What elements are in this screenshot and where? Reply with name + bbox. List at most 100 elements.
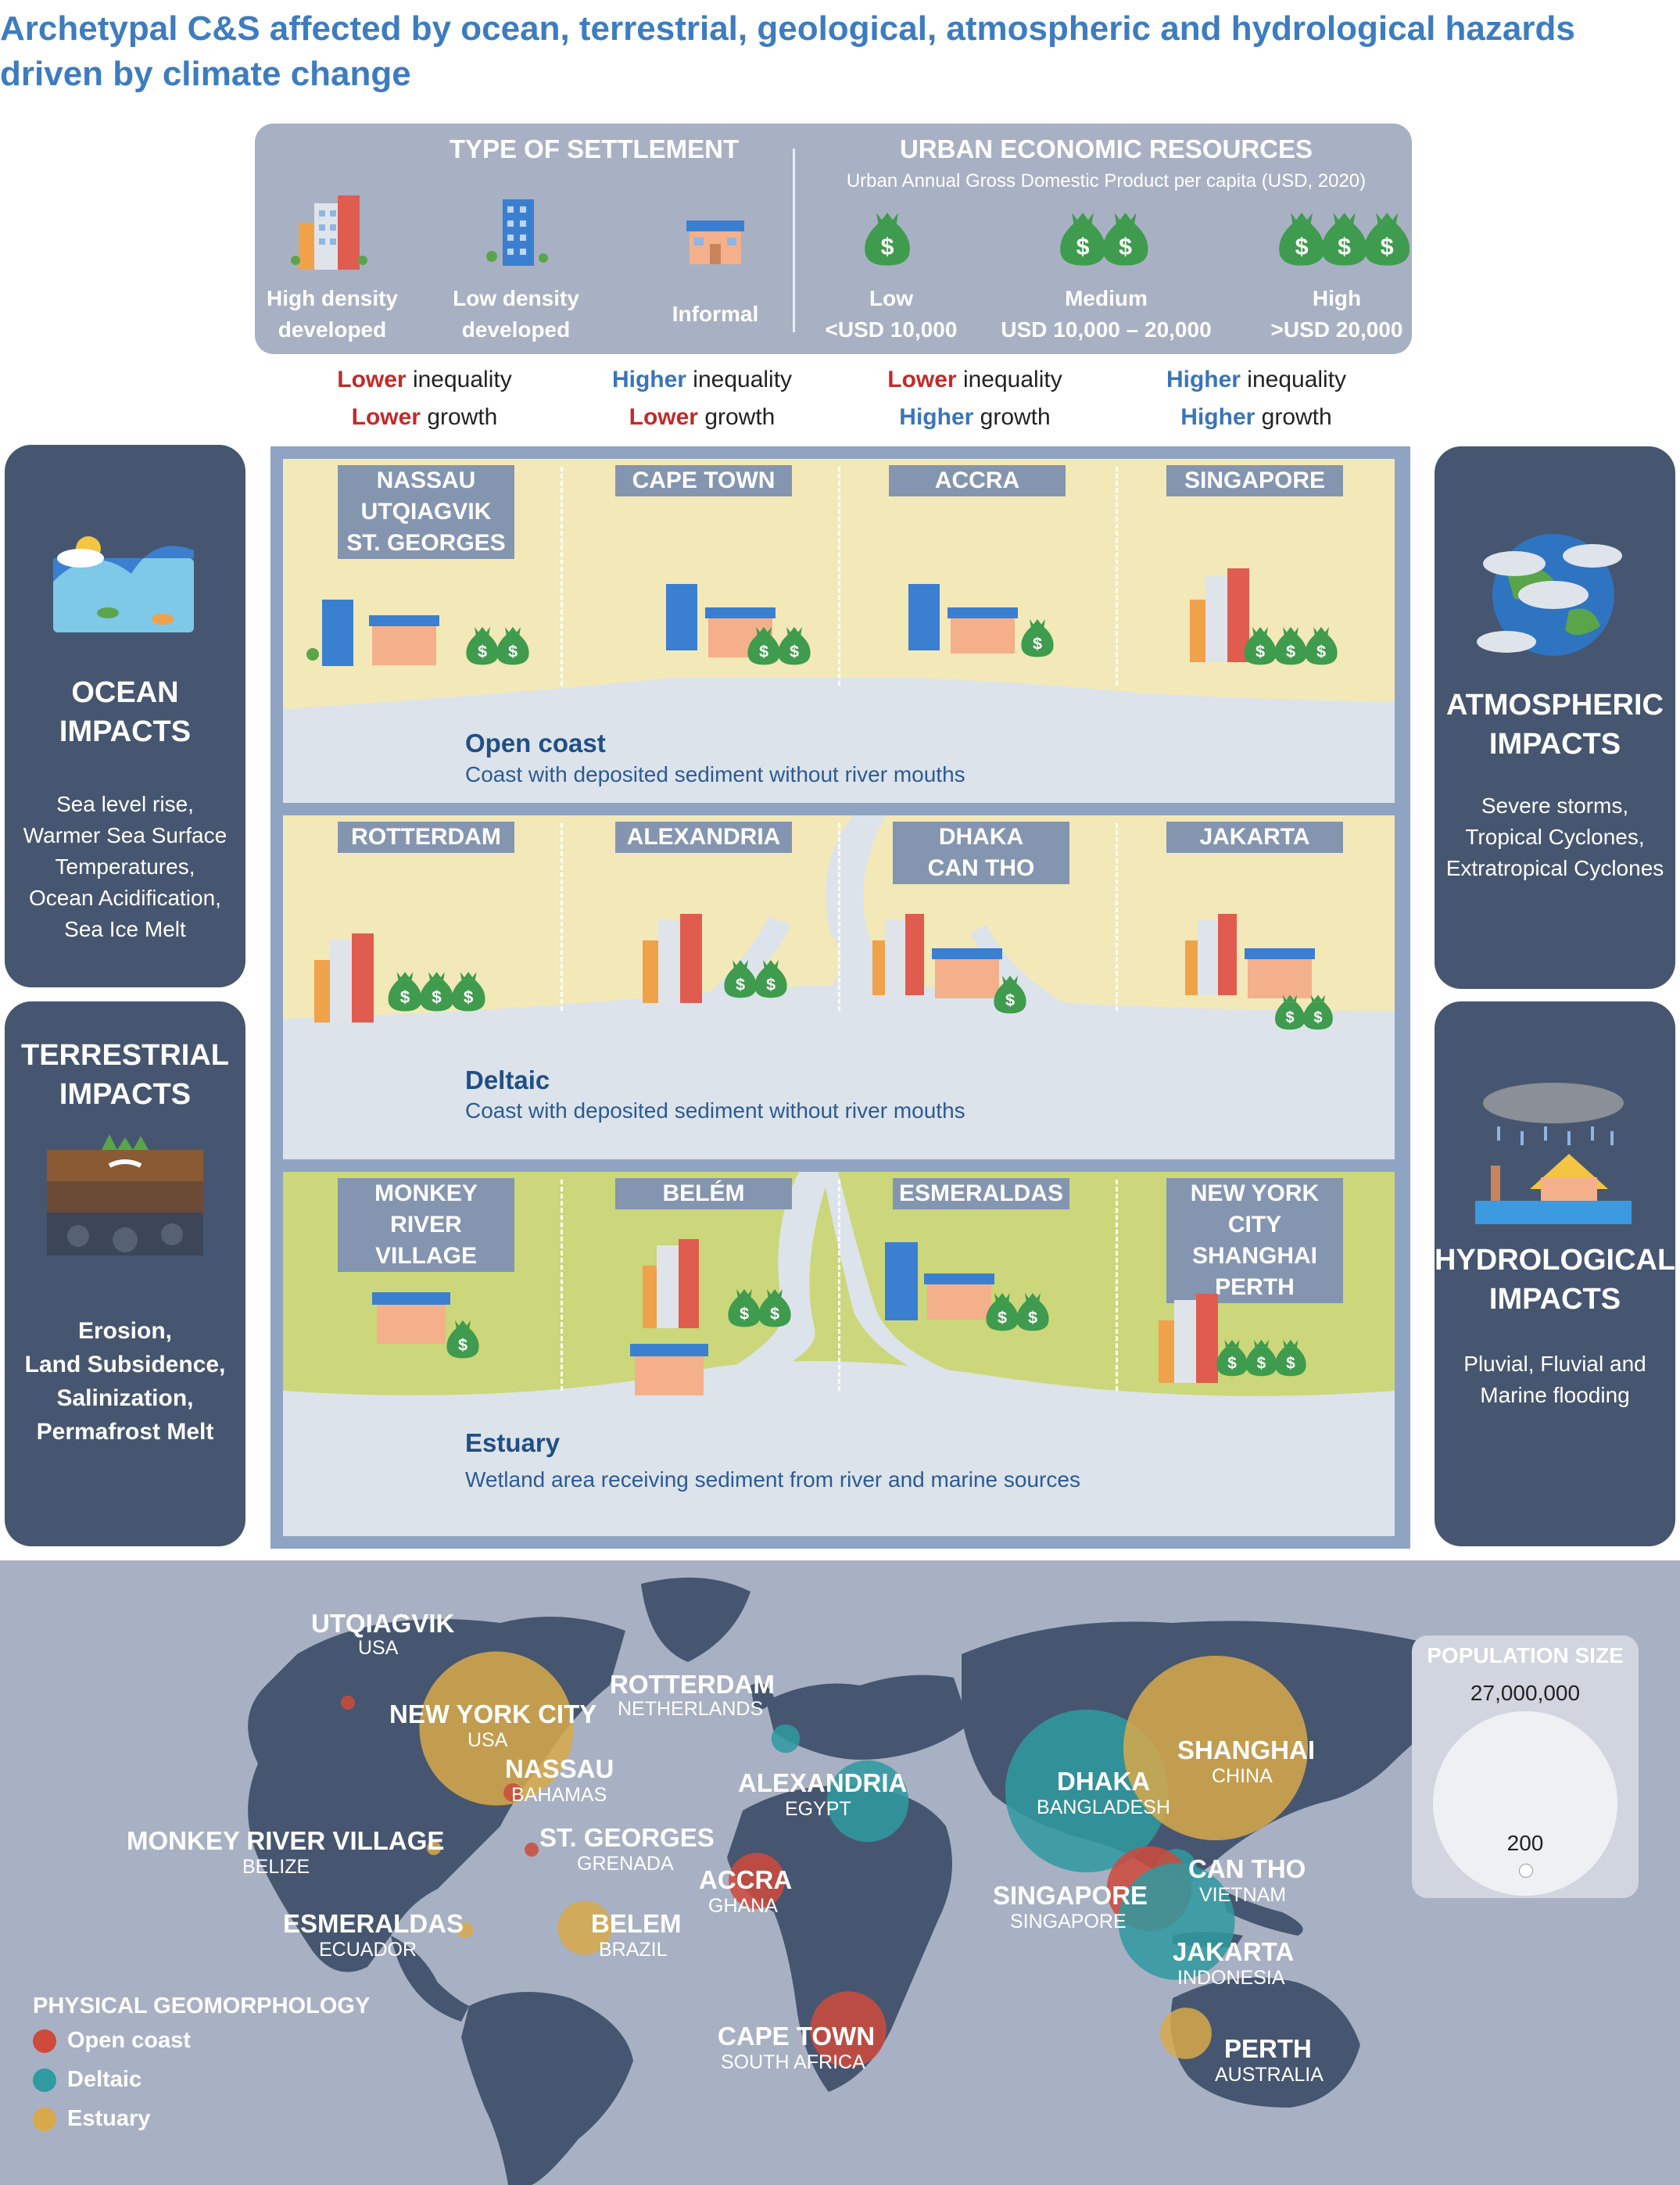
money-bag-icon: $ xyxy=(1275,1339,1306,1377)
population-bubble-utqiagvik xyxy=(341,1696,355,1710)
money-bag-icon: $ xyxy=(451,972,485,1012)
population-bubble-belem xyxy=(557,1900,612,1955)
svg-text:$: $ xyxy=(508,641,518,661)
geomorphology-legend-header: PHYSICAL GEOMORPHOLOGY xyxy=(33,1993,371,2018)
map-label-alexandria: ALEXANDRIA xyxy=(738,1768,908,1797)
money-bag-icon: $ xyxy=(1302,994,1333,1030)
map-label-jakarta: JAKARTA xyxy=(1173,1937,1295,1966)
money-bag-icon: $ xyxy=(1016,1293,1049,1331)
map-country-singapore: SINGAPORE xyxy=(1010,1911,1127,1932)
map-label-perth: PERTH xyxy=(1224,2034,1312,2063)
hydrological-impacts-heading: HYDROLOGICAL IMPACTS xyxy=(1435,1244,1676,1316)
city-label-accra: ACCRA xyxy=(889,465,1066,496)
money-bag-icon: $ xyxy=(1244,627,1277,665)
column-divider xyxy=(561,823,563,1011)
deltaic-title: Deltaic xyxy=(465,1066,550,1094)
svg-text:$: $ xyxy=(881,235,894,260)
svg-text:$: $ xyxy=(1119,235,1132,260)
population-min-label: 200 xyxy=(1506,1831,1544,1855)
money-bag-icon: $ $ $ xyxy=(385,968,489,1016)
atmospheric-impacts-list: Severe storms, Tropical Cyclones, Extrat… xyxy=(1445,793,1664,880)
map-label-dhaka: DHAKA xyxy=(1057,1767,1151,1796)
map-label-new-york-city: NEW YORK CITY xyxy=(389,1700,597,1728)
column-divider xyxy=(561,467,563,686)
svg-text:$: $ xyxy=(1381,235,1394,260)
map-label-st-georges: ST. GEORGES xyxy=(539,1823,715,1852)
column-divider xyxy=(1116,823,1118,1011)
city-label-alexandria: ALEXANDRIA xyxy=(615,822,792,853)
svg-text:$: $ xyxy=(432,987,442,1007)
map-country-vietnam: VIETNAM xyxy=(1199,1884,1287,1906)
svg-text:$: $ xyxy=(1227,1355,1237,1373)
legend-panel xyxy=(255,124,1412,354)
ocean-impacts-heading: OCEAN IMPACTS xyxy=(59,676,192,748)
map-country-usa-1: USA xyxy=(358,1637,399,1659)
svg-text:$: $ xyxy=(770,1303,779,1323)
economic-high-label: High >USD 20,000 xyxy=(1270,286,1403,342)
money-bag-icon: $ $ xyxy=(744,623,814,670)
map-country-belize: BELIZE xyxy=(242,1856,310,1878)
money-bag-high-icon: $ $ $ xyxy=(1274,207,1414,271)
map-country-south-africa: SOUTH AFRICA xyxy=(721,2051,865,2073)
settlement-low-density-label: Low density developed xyxy=(453,286,579,342)
deltaic-settlement-3-icon xyxy=(872,914,1002,998)
settlement-header: TYPE OF SETTLEMENT xyxy=(449,134,740,163)
terrestrial-impacts-list: Erosion, Land Subsidence, Salinization, … xyxy=(24,1318,226,1445)
map-label-utqiagvik: UTQIAGVIK xyxy=(311,1609,455,1638)
svg-text:$: $ xyxy=(740,1303,749,1323)
population-bubble-nassau xyxy=(503,1783,522,1802)
svg-text:$: $ xyxy=(1338,235,1351,260)
money-bag-icon: $ $ xyxy=(725,1285,794,1332)
low-density-building-icon xyxy=(486,199,548,266)
population-bubble-rotterdam xyxy=(771,1724,801,1753)
svg-text:$: $ xyxy=(759,641,768,661)
atmospheric-impacts-heading: ATMOSPHERIC IMPACTS xyxy=(1446,689,1664,761)
estuary-settlement-4-icon xyxy=(1159,1294,1218,1383)
population-bubble-shanghai xyxy=(1123,1656,1308,1840)
hydrological-impacts-panel: HYDROLOGICAL IMPACTS Pluvial, Fluvial an… xyxy=(1435,1001,1675,1546)
map-label-singapore: SINGAPORE xyxy=(993,1881,1148,1910)
city-label-cape-town: CAPE TOWN xyxy=(615,465,792,496)
open-coast-settlement-1-icon xyxy=(306,600,439,666)
column-divider xyxy=(561,1180,563,1391)
population-min-circle xyxy=(1519,1864,1533,1878)
legend-estuary-label: Estuary xyxy=(67,2106,151,2131)
economic-medium-label: Medium USD 10,000 – 20,000 xyxy=(1001,286,1212,342)
ocean-wave-icon xyxy=(53,536,194,632)
ineq-col-4: Higher inequality Higher growth xyxy=(1166,367,1347,430)
city-label-singapore: SINGAPORE xyxy=(1166,465,1343,496)
estuary-description: Wetland area receiving sediment from riv… xyxy=(465,1467,1080,1492)
page-title: Archetypal C&S affected by ocean, terres… xyxy=(0,6,1575,97)
ocean-impacts-list: Sea level rise, Warmer Sea Surface Tempe… xyxy=(23,792,227,941)
svg-text:$: $ xyxy=(1286,1355,1295,1373)
money-bag-icon: $ xyxy=(1321,213,1367,266)
world-map-panel: UTQIAGVIK USA NEW YORK CITY USA NASSAU B… xyxy=(0,1560,1680,2185)
soil-layers-icon xyxy=(47,1134,203,1255)
title-line-1: Archetypal C&S affected by ocean, terres… xyxy=(0,9,1575,48)
money-bag-icon: $ xyxy=(778,627,811,665)
estuary-title: Estuary xyxy=(465,1428,561,1457)
map-country-bahamas: BAHAMAS xyxy=(511,1784,607,1806)
population-bubble-perth xyxy=(1160,2008,1212,2059)
economic-low-label: Low <USD 10,000 xyxy=(825,286,958,342)
money-bag-icon: $ $ $ xyxy=(1213,1336,1309,1381)
svg-text:$: $ xyxy=(1076,235,1090,260)
svg-text:$: $ xyxy=(736,974,745,994)
svg-text:$: $ xyxy=(998,1307,1007,1327)
svg-text:$: $ xyxy=(1285,1009,1294,1026)
money-bag-icon: $ xyxy=(388,972,422,1012)
settlement-archetype-grid: NASSAU UTQIAGVIK ST. GEORGES CAPE TOWN A… xyxy=(270,446,1410,1549)
estuary-row: MONKEY RIVER VILLAGE BELÉM ESMERALDAS NE… xyxy=(283,1172,1395,1536)
deltaic-settlement-4-icon xyxy=(1185,914,1315,998)
population-legend-header: POPULATION SIZE xyxy=(1427,1643,1624,1667)
deltaic-dot-icon xyxy=(33,2069,56,2092)
map-label-nassau: NASSAU xyxy=(505,1754,614,1783)
money-bag-icon: $ xyxy=(1060,213,1105,266)
map-country-egypt: EGYPT xyxy=(785,1798,851,1820)
money-bag-low-icon: $ xyxy=(860,207,915,271)
column-divider xyxy=(1116,467,1118,686)
money-bag-icon: $ xyxy=(420,972,453,1012)
storm-globe-icon xyxy=(1477,534,1622,656)
money-bag-icon: $ $ xyxy=(463,623,532,670)
population-bubble-st-georges xyxy=(525,1843,539,1857)
